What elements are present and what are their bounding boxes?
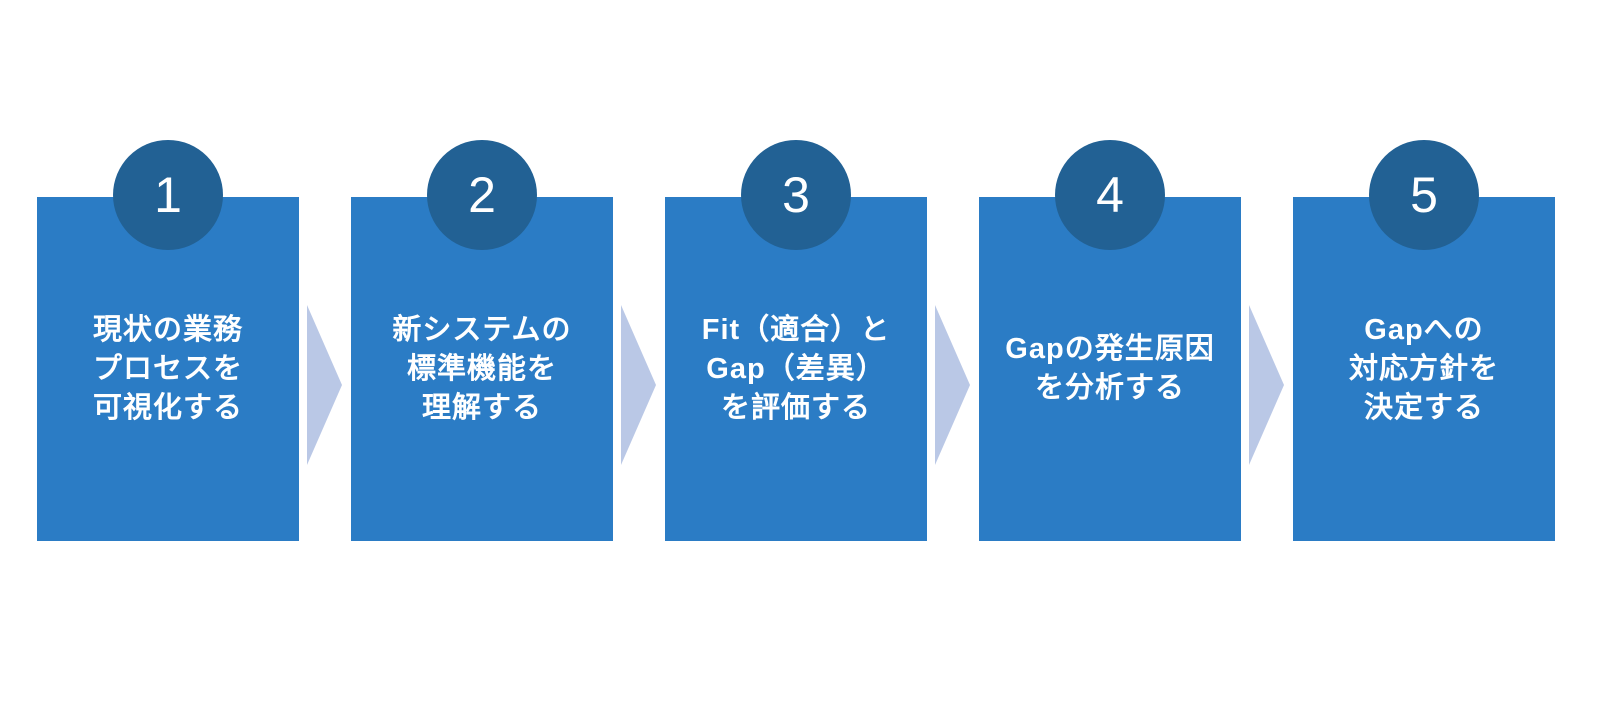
step-5: Gapへの 対応方針を 決定する 5 xyxy=(1293,140,1555,541)
step-3-number: 3 xyxy=(782,167,810,223)
step-4: Gapの発生原因 を分析する 4 xyxy=(979,140,1241,541)
step-3-number-badge: 3 xyxy=(741,140,851,250)
step-5-number: 5 xyxy=(1410,167,1438,223)
step-1-label: 現状の業務 プロセスを 可視化する xyxy=(92,313,243,424)
step-1: 現状の業務 プロセスを 可視化する 1 xyxy=(37,140,299,541)
right-arrow-icon xyxy=(621,305,656,465)
step-5-number-badge: 5 xyxy=(1369,140,1479,250)
arrow-slot-2-3 xyxy=(613,140,665,541)
process-flow: 現状の業務 プロセスを 可視化する 1 新システムの 標準機能を 理解する 2 … xyxy=(37,140,1555,541)
step-2-number-badge: 2 xyxy=(427,140,537,250)
step-2-number: 2 xyxy=(468,167,496,223)
step-2-card: 新システムの 標準機能を 理解する xyxy=(351,197,613,541)
step-2-label: 新システムの 標準機能を 理解する xyxy=(392,313,572,424)
step-3-label: Fit（適合）と Gap（差異） を評価する xyxy=(701,313,891,424)
step-5-label: Gapへの 対応方針を 決定する xyxy=(1348,313,1499,424)
step-3: Fit（適合）と Gap（差異） を評価する 3 xyxy=(665,140,927,541)
step-2: 新システムの 標準機能を 理解する 2 xyxy=(351,140,613,541)
step-4-number-badge: 4 xyxy=(1055,140,1165,250)
step-4-number: 4 xyxy=(1096,167,1124,223)
right-arrow-icon xyxy=(935,305,970,465)
step-1-number: 1 xyxy=(154,167,182,223)
arrow-slot-4-5 xyxy=(1241,140,1293,541)
step-5-card: Gapへの 対応方針を 決定する xyxy=(1293,197,1555,541)
step-4-label: Gapの発生原因 を分析する xyxy=(1005,333,1215,404)
step-1-number-badge: 1 xyxy=(113,140,223,250)
arrow-slot-3-4 xyxy=(927,140,979,541)
right-arrow-icon xyxy=(1249,305,1284,465)
step-1-card: 現状の業務 プロセスを 可視化する xyxy=(37,197,299,541)
step-4-card: Gapの発生原因 を分析する xyxy=(979,197,1241,541)
arrow-slot-1-2 xyxy=(299,140,351,541)
step-3-card: Fit（適合）と Gap（差異） を評価する xyxy=(665,197,927,541)
right-arrow-icon xyxy=(307,305,342,465)
